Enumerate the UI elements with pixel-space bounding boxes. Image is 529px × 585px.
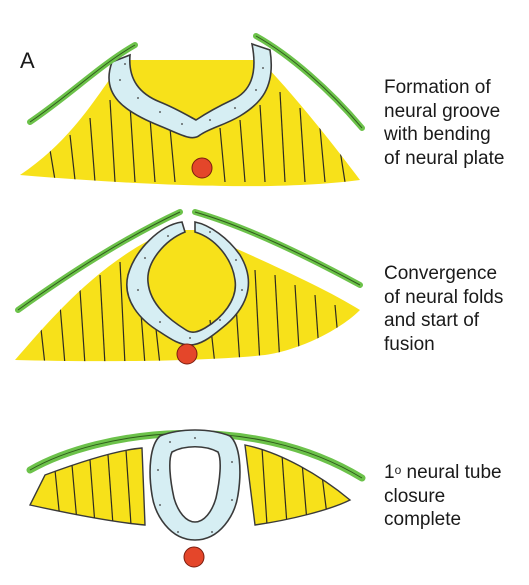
stage-2-notochord <box>177 344 197 364</box>
stage-3-neural-tube <box>150 430 240 540</box>
caption-superscript: o <box>395 463 402 477</box>
stage-1-groove <box>20 36 362 186</box>
caption-line-first: 1o neural tube <box>384 461 502 485</box>
caption-line: and start of <box>384 309 503 333</box>
caption-line: Formation of <box>384 76 504 100</box>
caption-line: complete <box>384 508 502 532</box>
caption-line: neural groove <box>384 100 504 124</box>
caption-line: neural tube <box>401 462 501 483</box>
caption-prefix: 1 <box>384 462 395 483</box>
stage-1-notochord <box>192 158 212 178</box>
stage-2-caption: Convergence of neural folds and start of… <box>384 262 503 356</box>
stage-2-convergence <box>15 212 360 365</box>
stage-1-caption: Formation of neural groove with bending … <box>384 76 504 170</box>
stage-3-caption: 1o neural tube closure complete <box>384 461 502 532</box>
caption-line: of neural folds <box>384 286 503 310</box>
stage-3-mesoderm-right <box>245 445 350 525</box>
caption-line: Convergence <box>384 262 503 286</box>
stage-3-closure <box>30 430 362 567</box>
stage-3-notochord <box>184 547 204 567</box>
caption-line: of neural plate <box>384 147 504 171</box>
caption-line: with bending <box>384 123 504 147</box>
panel-letter: A <box>20 48 35 74</box>
caption-line: fusion <box>384 333 503 357</box>
caption-line: closure <box>384 485 502 509</box>
